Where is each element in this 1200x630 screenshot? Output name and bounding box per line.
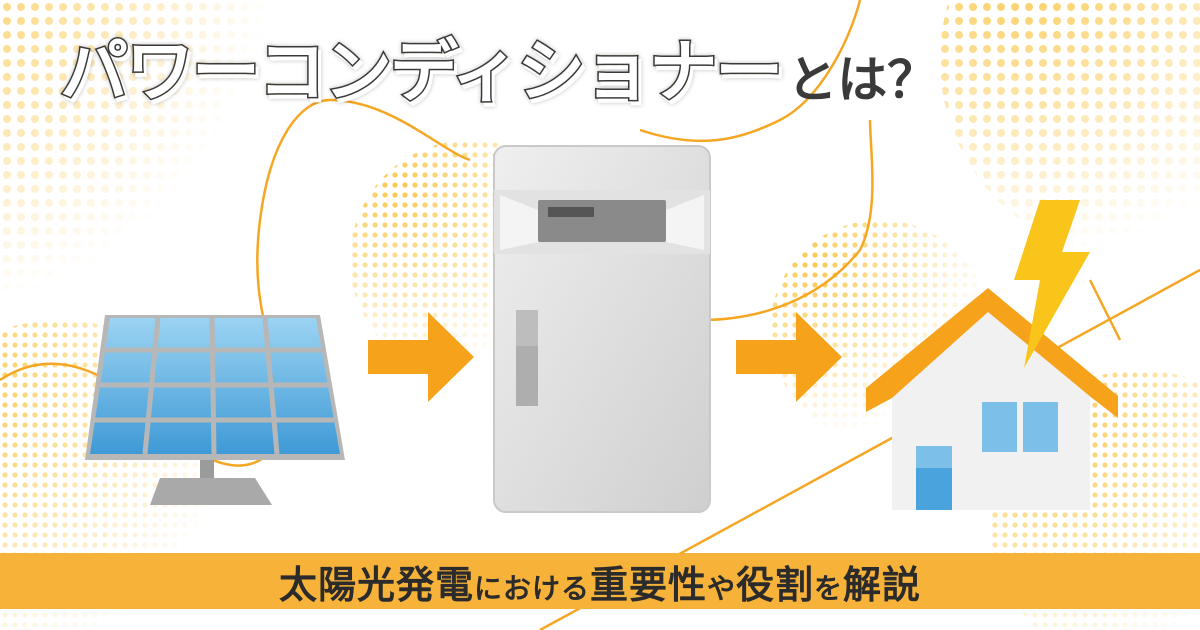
lightning-icon — [1014, 200, 1090, 368]
title-main: パワーコンディショナー — [58, 33, 784, 112]
title-suffix: とは？ — [787, 51, 938, 109]
subtitle-part: 重要性 — [589, 562, 707, 607]
subtitle-part: を — [814, 571, 844, 605]
solar-panel-icon — [85, 315, 345, 505]
page-title: パワーコンディショナー とは？ — [58, 18, 938, 128]
subtitle-part: 役割 — [736, 562, 815, 607]
subtitle-banner: 太陽光発電における重要性や役割を解説 — [0, 553, 1200, 609]
subtitle-part: における — [473, 571, 590, 605]
arrow-right-icon — [736, 312, 842, 402]
power-conditioner-icon — [493, 145, 711, 513]
subtitle: 太陽光発電における重要性や役割を解説 — [279, 554, 921, 609]
subtitle-part: 太陽光発電 — [278, 562, 474, 607]
subtitle-part: 解説 — [843, 562, 922, 607]
arrow-right-icon — [368, 312, 474, 402]
subtitle-part: や — [706, 571, 736, 605]
house-icon — [866, 288, 1118, 510]
